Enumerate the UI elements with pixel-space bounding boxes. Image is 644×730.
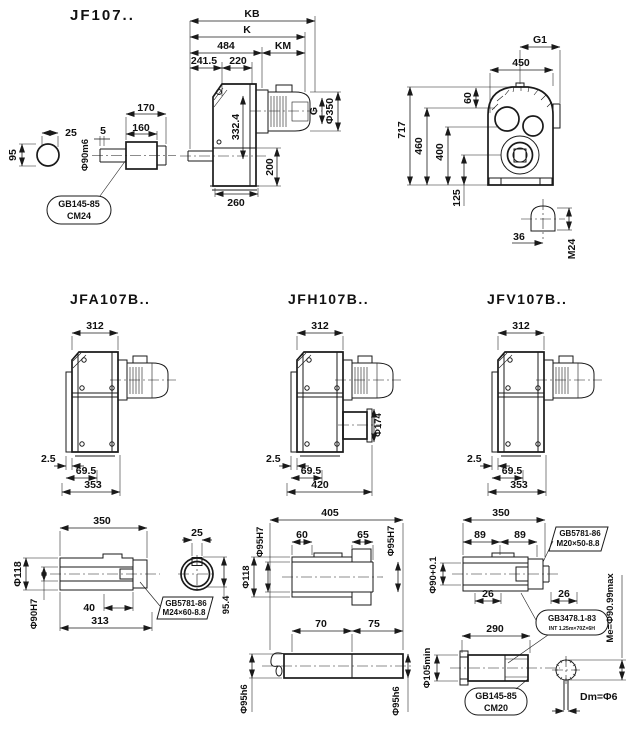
sv-dim-dm: Dm=Φ6	[580, 691, 618, 703]
jfh-dim-69-5: 69.5	[301, 465, 322, 477]
jfv-dim-69-5: 69.5	[502, 465, 523, 477]
dim-200: 200	[264, 158, 276, 176]
dim-460: 460	[413, 137, 425, 155]
sa-dim-phi90h7: Φ90H7	[29, 599, 40, 630]
balloon-cm20-line1: GB145-85	[475, 691, 517, 701]
jfa-hollow-shaft-detail: 350 Φ118 Φ90H7 40 313 GB5781-86 M24×60-8…	[12, 515, 232, 631]
sh-dim-75: 75	[368, 618, 380, 630]
sa-dim-313: 313	[91, 615, 109, 627]
jfh-hollow-shaft-detail: 405 Φ95H7 Φ95H7 60 65 Φ118 70 75 Φ95h6 Φ…	[239, 507, 413, 716]
sv-dim-89b: 89	[514, 529, 526, 541]
dim-484: 484	[217, 40, 235, 52]
balloon-m20-line2: M20×50-8.8	[557, 539, 600, 548]
sh-dim-phi95h7-right: Φ95H7	[386, 526, 397, 557]
sh-dim-65: 65	[357, 529, 369, 541]
view-title-jfa107b: JFA107B..	[70, 291, 150, 307]
sh-dim-70: 70	[315, 618, 327, 630]
view-title-jfv107b: JFV107B..	[487, 291, 567, 307]
balloon-spline	[535, 609, 609, 636]
dim-332-4: 332.4	[230, 114, 242, 140]
sv-dim-26b: 26	[558, 588, 570, 600]
sh-dim-phi118: Φ118	[241, 565, 252, 588]
dim-160: 160	[132, 122, 150, 134]
dim-125: 125	[451, 189, 463, 207]
balloon-center-hole-cm24	[46, 195, 112, 225]
dim-170: 170	[137, 102, 155, 114]
dim-5: 5	[100, 125, 106, 137]
balloon-m24-line2: M24×60-8.8	[163, 608, 206, 617]
dim-m24: M24	[566, 239, 578, 260]
sv-dim-350: 350	[492, 507, 510, 519]
dim-kb: KB	[244, 8, 260, 20]
dim-k: K	[243, 24, 251, 36]
dim-450: 450	[512, 57, 530, 69]
dim-shaft-dia: Φ90m6	[80, 139, 91, 171]
view-title-jfh107b: JFH107B..	[288, 291, 369, 307]
jfa-dim-69-5: 69.5	[76, 465, 97, 477]
jfh-dim-2-5: 2.5	[266, 453, 281, 465]
dim-95: 95	[7, 149, 19, 161]
dim-400: 400	[434, 143, 446, 161]
dim-260: 260	[227, 197, 245, 209]
jfv107b-view: JFV107B.. 312 2.5 69.5 353	[467, 291, 602, 496]
balloon-spline-line2: INT 1.25m×70Z×6H	[549, 626, 595, 632]
balloon-center-hole-cm20	[464, 687, 528, 716]
sa-dim-phi118: Φ118	[12, 561, 24, 587]
jfa-dim-353: 353	[84, 479, 102, 491]
balloon-cm24-line1: GB145-85	[58, 199, 100, 209]
dim-36: 36	[513, 231, 525, 243]
sv-dim-phi90-tol: Φ90+0.1	[428, 556, 439, 594]
sh-dim-phi95h7-left: Φ95H7	[255, 527, 266, 558]
balloon-cm20-line2: CM20	[484, 703, 508, 713]
jfv-hollow-shaft-detail: 350 89 89 Φ90+0.1 GB5781-86 M20×50-8.8 2…	[422, 507, 626, 716]
dim-phi350: Φ350	[324, 98, 336, 124]
dim-60-front: 60	[462, 92, 474, 104]
sh-dim-phi95h6-right: Φ95h6	[391, 686, 402, 715]
jfa-dim-312: 312	[86, 320, 104, 332]
balloon-spline-line1: GB3478.1-83	[548, 614, 597, 623]
jf107-front-view: G1 450 717 460 400 60 125 36 M24	[396, 34, 578, 259]
sh-dim-60: 60	[296, 529, 308, 541]
dim-717: 717	[396, 121, 408, 139]
balloon-m24-line1: GB5781-86	[165, 599, 207, 608]
sv-dim-290: 290	[486, 623, 504, 635]
jfh107b-view: JFH107B.. Φ174 312 2.5 69.5 420	[266, 291, 401, 496]
balloon-m20-line1: GB5781-86	[559, 529, 601, 538]
dim-241-5: 241.5	[191, 55, 217, 67]
jfv-dim-353: 353	[510, 479, 528, 491]
balloon-bolt-m24	[156, 596, 214, 620]
sa-dim-95-4: 95.4	[221, 595, 232, 614]
dim-25: 25	[65, 127, 77, 139]
sa-dim-350: 350	[93, 515, 111, 527]
jfh-dim-420: 420	[311, 479, 329, 491]
sv-dim-89a: 89	[474, 529, 486, 541]
jfh-dim-phi174: Φ174	[373, 412, 384, 436]
dim-220: 220	[229, 55, 247, 67]
jfv-dim-312: 312	[512, 320, 530, 332]
sv-dim-phi105min: Φ105min	[422, 648, 433, 689]
sv-dim-26a: 26	[482, 588, 494, 600]
dim-g1: G1	[533, 34, 547, 46]
balloon-bolt-m20	[548, 526, 609, 552]
sv-dim-me: Me=Φ90.99max	[605, 573, 616, 643]
sa-dim-40: 40	[83, 602, 95, 614]
jf107-shaft-detail: JF107.. 95 25 5 170 160 Φ90m6 GB145-85 C…	[7, 7, 176, 225]
sa-dim-25: 25	[191, 527, 203, 539]
jfa107b-view: JFA107B.. 312 2.5 69.5 353	[41, 291, 176, 496]
jf107-side-view: KB K 484 KM 241.5 220 Φ350 G 332.4 200 2…	[180, 8, 341, 209]
jfh-dim-312: 312	[311, 320, 329, 332]
sh-dim-phi95h6-left: Φ95h6	[239, 684, 250, 713]
jfv-dim-2-5: 2.5	[467, 453, 482, 465]
jfa-dim-2-5: 2.5	[41, 453, 56, 465]
sh-dim-405: 405	[321, 507, 339, 519]
balloon-cm24-line2: CM24	[67, 211, 91, 221]
dim-km: KM	[275, 40, 292, 52]
dim-g: G	[308, 107, 320, 115]
view-title-jf107: JF107..	[70, 7, 135, 24]
